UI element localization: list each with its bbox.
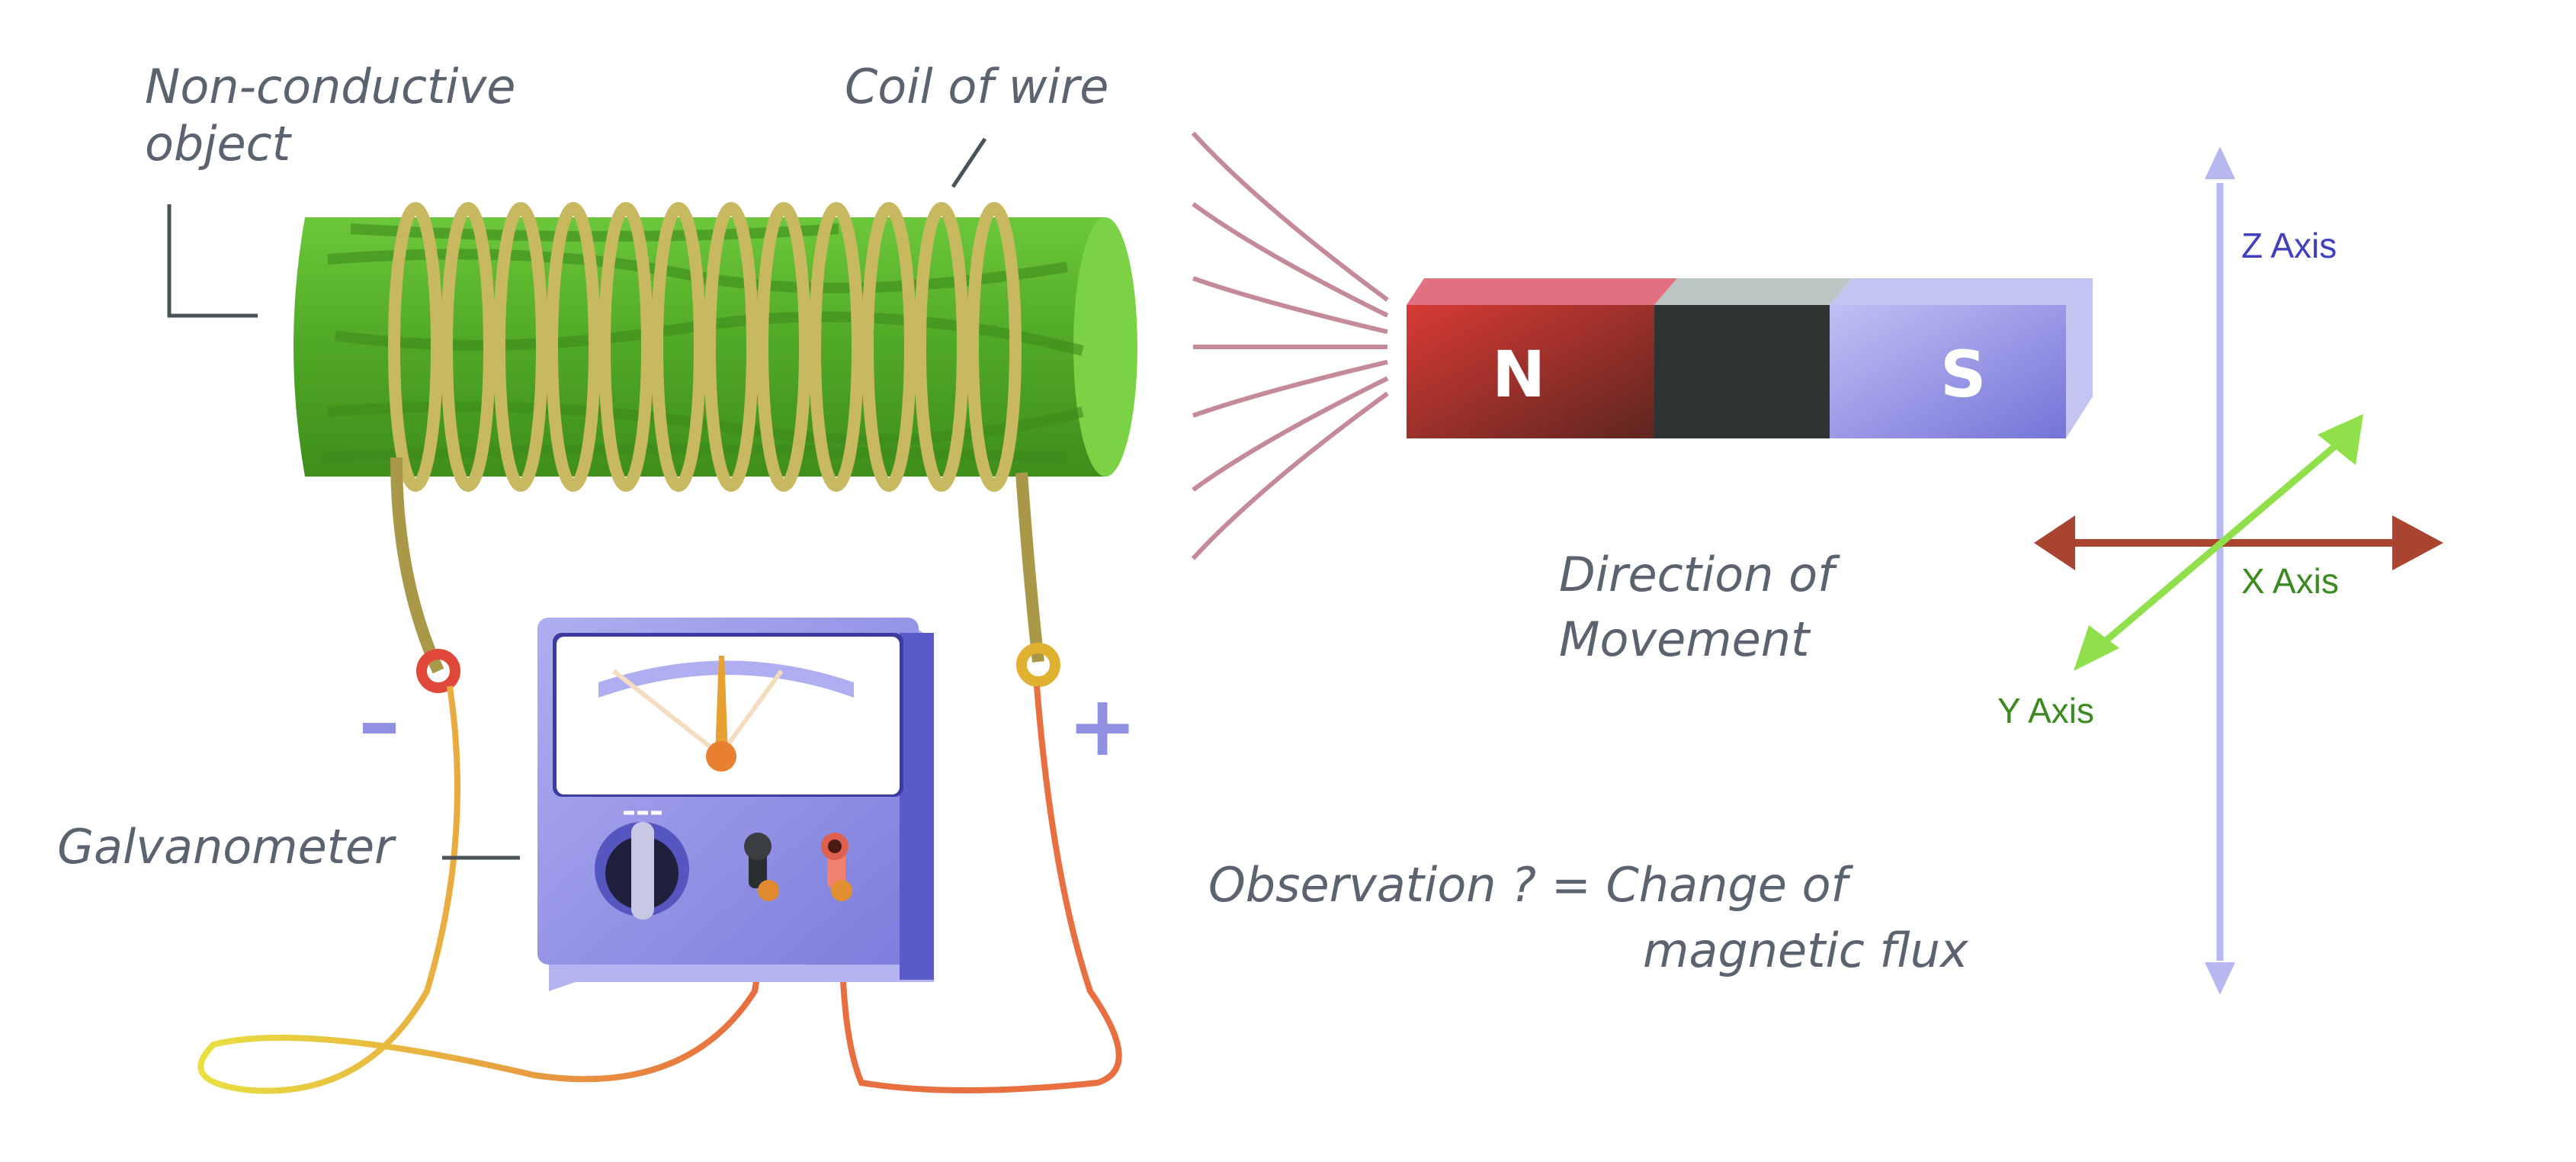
galvanometer-label: Galvanometer — [57, 819, 396, 875]
coil-of-wire — [388, 202, 1022, 492]
direction-label: Direction of — [1559, 547, 1840, 602]
coil-turn — [493, 202, 548, 492]
negative-terminal — [416, 649, 460, 693]
north-pole — [1407, 305, 1654, 438]
direction-label-line2: Movement — [1559, 611, 1811, 667]
y-axis-label: Y Axis — [1997, 691, 2094, 730]
right-wire — [839, 685, 1122, 1093]
bar-magnet: N S — [1407, 278, 2093, 438]
observation-label: Observation ? = Change of — [1208, 857, 1854, 913]
magnetic-field-lines — [1191, 131, 1389, 560]
coil-left-lead — [390, 457, 444, 674]
coil-turn — [704, 202, 759, 492]
field-line — [1192, 202, 1389, 318]
observation-label-line2: magnetic flux — [1643, 923, 1969, 978]
z-axis-label: Z Axis — [2241, 226, 2337, 265]
meter-needle — [715, 656, 728, 755]
coil-right-lead — [1015, 472, 1044, 663]
coil-turn — [914, 202, 969, 492]
coil-turn — [651, 202, 706, 492]
coil-of-wire-label: Coil of wire — [845, 59, 1108, 114]
field-line — [1192, 276, 1388, 335]
field-line — [1191, 391, 1389, 560]
non-conductive-label-line2: object — [145, 116, 293, 172]
coil-turn — [756, 202, 811, 492]
positive-terminal — [1016, 643, 1060, 687]
non-conductive-leader-line — [167, 204, 258, 318]
y-axis-arrowheads — [2074, 414, 2363, 671]
galvanometer — [537, 618, 934, 991]
coil-turn — [861, 202, 916, 492]
y-axis — [2090, 435, 2347, 655]
left-wire — [197, 685, 773, 1094]
x-axis-label: X Axis — [2241, 561, 2339, 601]
plus-sign: + — [1067, 677, 1137, 775]
coil-turn — [809, 202, 864, 492]
axes: Z Axis X Axis Y Axis — [1997, 146, 2443, 995]
coil-turn — [967, 202, 1022, 492]
coil-leader-line — [951, 137, 987, 188]
south-pole — [1830, 305, 2066, 438]
coil-turn — [388, 202, 443, 492]
meter-dial — [557, 637, 900, 794]
coil-turn — [546, 202, 601, 492]
field-line — [1191, 131, 1389, 302]
north-label: N — [1492, 337, 1545, 412]
field-line — [1192, 359, 1388, 418]
south-label: S — [1940, 337, 1987, 412]
coil-turn — [598, 202, 653, 492]
minus-sign: – — [358, 673, 400, 771]
non-conductive-label: Non-conductive — [145, 59, 515, 114]
magnet-middle — [1654, 305, 1830, 438]
field-line — [1192, 376, 1389, 492]
x-axis-arrowheads — [2034, 515, 2443, 570]
coil-turn — [441, 202, 496, 492]
